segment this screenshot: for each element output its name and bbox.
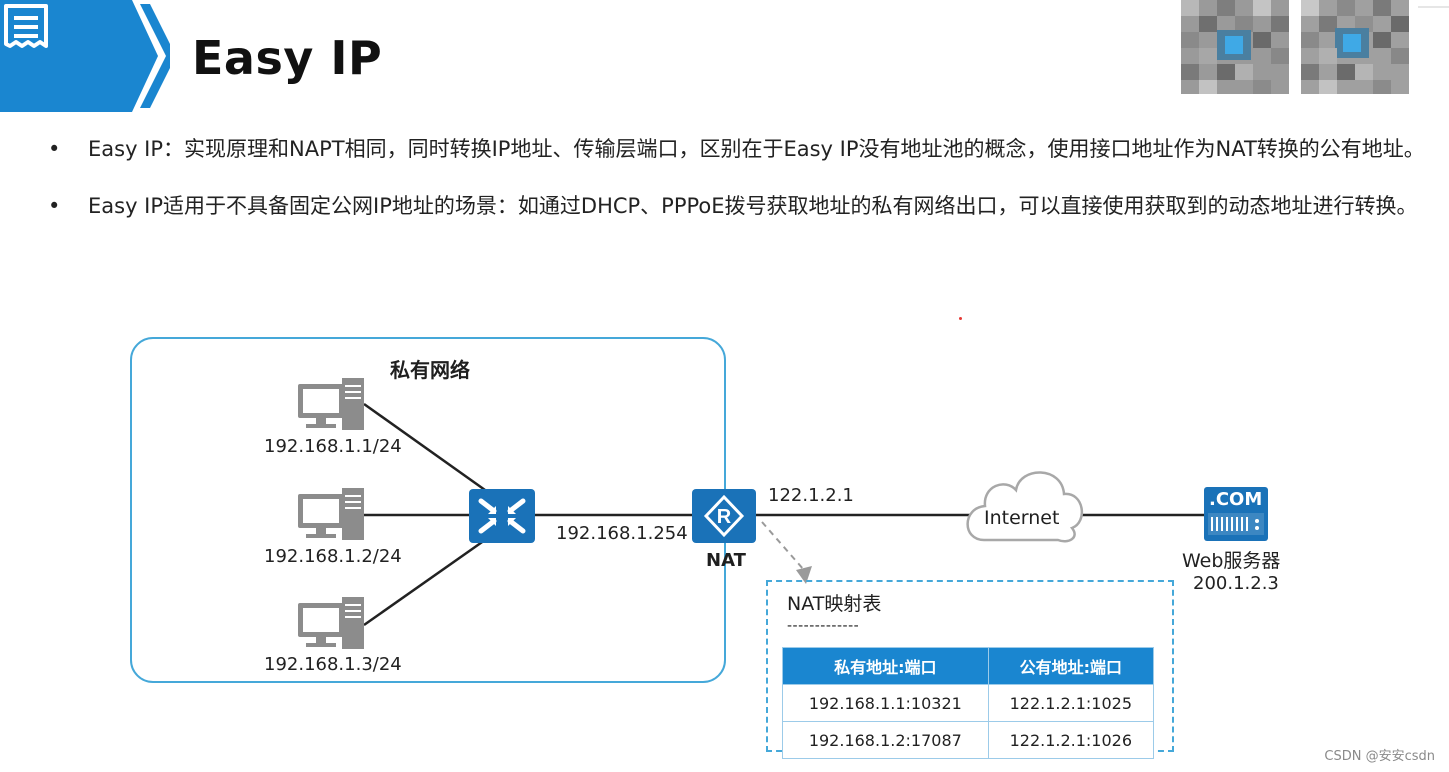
bullet-text: Easy IP：实现原理和NAPT相同，同时转换IP地址、传输层端口，区别在于E… (88, 137, 1425, 161)
host-ip-label: 192.168.1.3/24 (264, 654, 402, 675)
page-title: Easy IP (192, 31, 383, 85)
table-cell: 192.168.1.2:17087 (782, 721, 989, 759)
private-network-boundary (130, 337, 726, 683)
cloud-label: Internet (984, 507, 1060, 529)
web-server-icon (1204, 487, 1268, 541)
arrow-to-nat-table (761, 521, 805, 571)
server-badge: .COM (1209, 489, 1263, 510)
computer-icon (297, 377, 365, 431)
table-cell: 192.168.1.1:10321 (782, 684, 989, 722)
computer-icon (297, 487, 365, 541)
bullet-dot: • (48, 137, 61, 161)
table-row: 192.168.1.2:17087 122.1.2.1:1026 (782, 721, 1155, 759)
router-label: NAT (706, 550, 746, 571)
server-ip: 200.1.2.3 (1193, 573, 1279, 594)
column-header: 公有地址:端口 (987, 647, 1155, 685)
bullet-item: • Easy IP：实现原理和NAPT相同，同时转换IP地址、传输层端口，区别在… (48, 130, 1428, 169)
bullet-item: • Easy IP适用于不具备固定公网IP地址的场景：如通过DHCP、PPPoE… (48, 187, 1428, 226)
svg-text:R: R (717, 506, 732, 528)
bullet-text: Easy IP适用于不具备固定公网IP地址的场景：如通过DHCP、PPPoE拨号… (88, 194, 1418, 218)
title-banner (0, 0, 170, 112)
nat-table-separator: ------------- (787, 618, 860, 634)
router-outside-ip: 122.1.2.1 (768, 485, 854, 506)
laser-pointer-dot (959, 317, 962, 320)
host-ip-label: 192.168.1.2/24 (264, 546, 402, 567)
link-host3-switch (363, 538, 486, 627)
table-header-row: 私有地址:端口 公有地址:端口 (782, 647, 1155, 685)
table-cell: 122.1.2.1:1026 (987, 721, 1155, 759)
video-thumbnail[interactable] (1301, 0, 1409, 94)
nat-mapping-table: 私有地址:端口 公有地址:端口 192.168.1.1:10321 122.1.… (782, 647, 1155, 759)
watermark: CSDN @安安csdn (1324, 749, 1435, 764)
document-icon (4, 4, 48, 48)
table-cell: 122.1.2.1:1025 (987, 684, 1155, 722)
divider (1418, 6, 1449, 8)
nat-table-title: NAT映射表 (787, 593, 882, 615)
host-ip-label: 192.168.1.1/24 (264, 436, 402, 457)
server-label: Web服务器 (1182, 550, 1281, 572)
table-row: 192.168.1.1:10321 122.1.2.1:1025 (782, 684, 1155, 722)
switch-icon (469, 489, 535, 543)
private-network-label: 私有网络 (390, 358, 470, 382)
link-host1-switch (363, 402, 486, 492)
arrow-head (796, 566, 812, 584)
column-header: 私有地址:端口 (782, 647, 989, 685)
computer-icon (297, 596, 365, 650)
router-inside-ip: 192.168.1.254 (556, 523, 688, 544)
bullet-dot: • (48, 194, 61, 218)
video-thumbnail[interactable] (1181, 0, 1289, 94)
cloud-icon (966, 471, 1084, 543)
router-icon: R (692, 489, 756, 543)
bullet-list: • Easy IP：实现原理和NAPT相同，同时转换IP地址、传输层端口，区别在… (48, 130, 1428, 244)
